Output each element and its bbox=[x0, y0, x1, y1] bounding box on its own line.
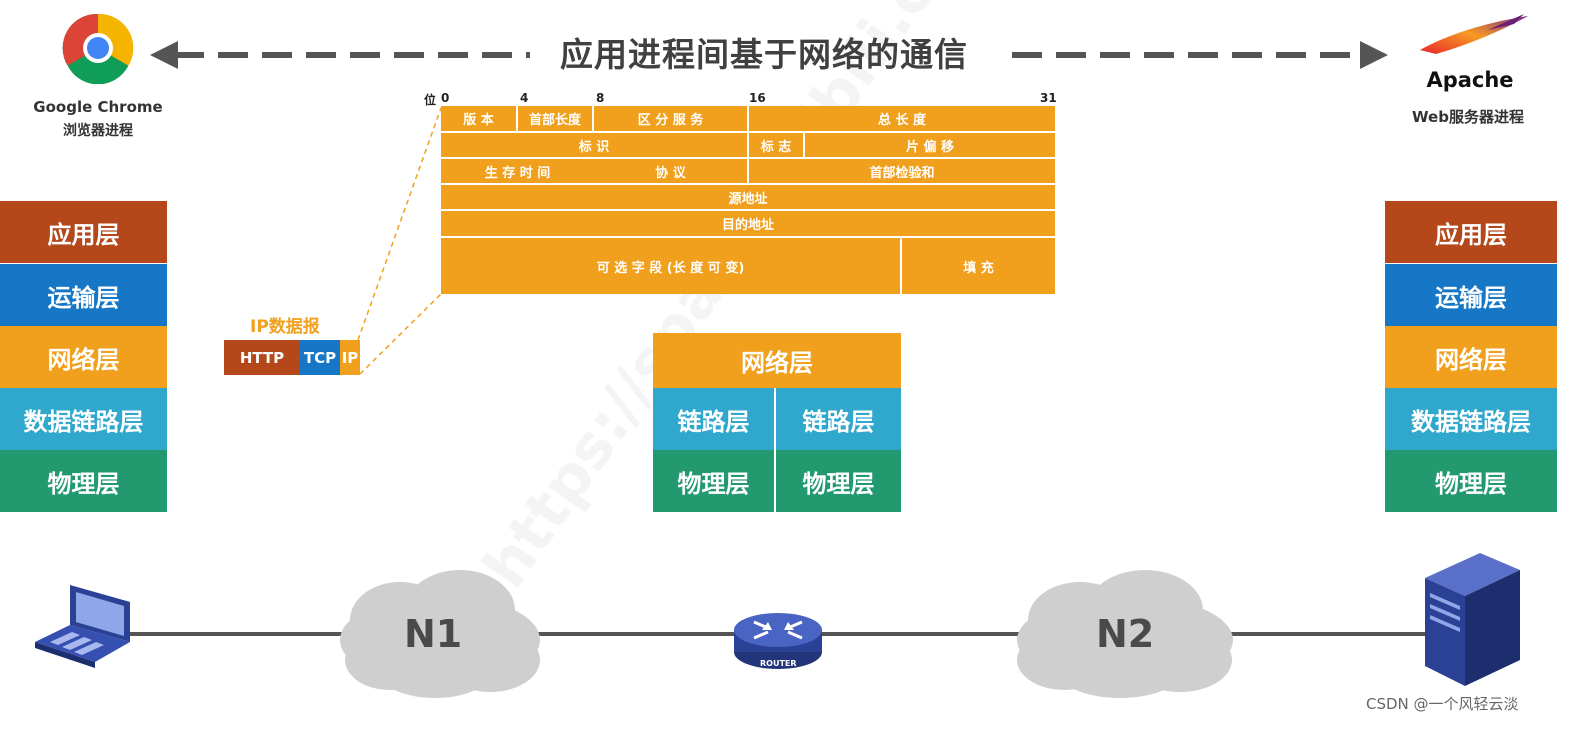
cloud-n2-icon bbox=[1017, 570, 1233, 698]
http-segment: HTTP bbox=[224, 340, 300, 375]
apache-role: Web服务器进程 bbox=[1412, 108, 1524, 126]
bit-0: 0 bbox=[441, 91, 450, 105]
field-identification: 标 识 bbox=[441, 133, 749, 159]
diagram-title: 应用进程间基于网络的通信 bbox=[560, 35, 968, 74]
right-network-layer: 网络层 bbox=[1385, 326, 1557, 388]
laptop-icon bbox=[35, 585, 130, 668]
ip-header-table: 版 本 首部长度 区 分 服 务 总 长 度 标 识 标 志 片 偏 移 生 存… bbox=[441, 106, 1055, 294]
ip-datagram-label: IP数据报 bbox=[250, 317, 320, 337]
bit-31: 31 bbox=[1040, 91, 1057, 105]
left-physical-layer: 物理层 bbox=[0, 450, 167, 512]
field-destination-address: 目的地址 bbox=[441, 211, 1055, 238]
router-network-layer: 网络层 bbox=[653, 333, 901, 388]
communication-arrow bbox=[150, 41, 1388, 69]
router-icon bbox=[734, 613, 822, 669]
router-link-layer-right: 链路层 bbox=[776, 388, 901, 450]
chrome-icon bbox=[62, 13, 134, 84]
router-label: ROUTER bbox=[760, 659, 797, 668]
cloud-n2-label: N2 bbox=[1096, 612, 1155, 656]
bit-label: 位 bbox=[424, 93, 437, 107]
router-physical-layer-right: 物理层 bbox=[776, 450, 901, 512]
field-source-address: 源地址 bbox=[441, 185, 1055, 211]
router-physical-layer-left: 物理层 bbox=[653, 450, 776, 512]
field-dscp: 区 分 服 务 bbox=[594, 106, 749, 133]
field-total-length: 总 长 度 bbox=[749, 106, 1055, 133]
bit-4: 4 bbox=[520, 91, 529, 105]
left-datalink-layer: 数据链路层 bbox=[0, 388, 167, 450]
left-transport-layer: 运输层 bbox=[0, 264, 167, 326]
field-padding: 填 充 bbox=[963, 260, 994, 276]
cloud-n1-label: N1 bbox=[404, 612, 463, 656]
field-protocol: 协 议 bbox=[594, 159, 749, 185]
apache-name: Apache bbox=[1426, 68, 1514, 92]
right-datalink-layer: 数据链路层 bbox=[1385, 388, 1557, 450]
chrome-name: Google Chrome bbox=[33, 98, 163, 116]
bit-16: 16 bbox=[749, 91, 766, 105]
field-options: 可 选 字 段 (长 度 可 变) bbox=[441, 238, 902, 294]
left-application-layer: 应用层 bbox=[0, 201, 167, 263]
server-icon bbox=[1425, 553, 1520, 686]
chrome-role: 浏览器进程 bbox=[63, 123, 133, 139]
apache-feather-icon bbox=[1420, 14, 1528, 54]
right-physical-layer: 物理层 bbox=[1385, 450, 1557, 512]
credit-text: CSDN @一个风轻云淡 bbox=[1366, 695, 1519, 713]
ip-segment: IP bbox=[340, 340, 360, 375]
bit-8: 8 bbox=[596, 91, 605, 105]
field-flags: 标 志 bbox=[749, 133, 805, 159]
left-network-layer: 网络层 bbox=[0, 326, 167, 388]
field-header-checksum: 首部检验和 bbox=[749, 159, 1055, 185]
right-application-layer: 应用层 bbox=[1385, 201, 1557, 263]
field-header-length: 首部长度 bbox=[518, 106, 594, 133]
router-link-layer-left: 链路层 bbox=[653, 388, 776, 450]
field-version: 版 本 bbox=[441, 106, 518, 133]
field-ttl: 生 存 时 间 bbox=[441, 159, 594, 185]
field-fragment-offset: 片 偏 移 bbox=[805, 133, 1055, 159]
cloud-n1-icon bbox=[340, 570, 540, 698]
right-transport-layer: 运输层 bbox=[1385, 264, 1557, 326]
tcp-segment: TCP bbox=[300, 340, 340, 375]
